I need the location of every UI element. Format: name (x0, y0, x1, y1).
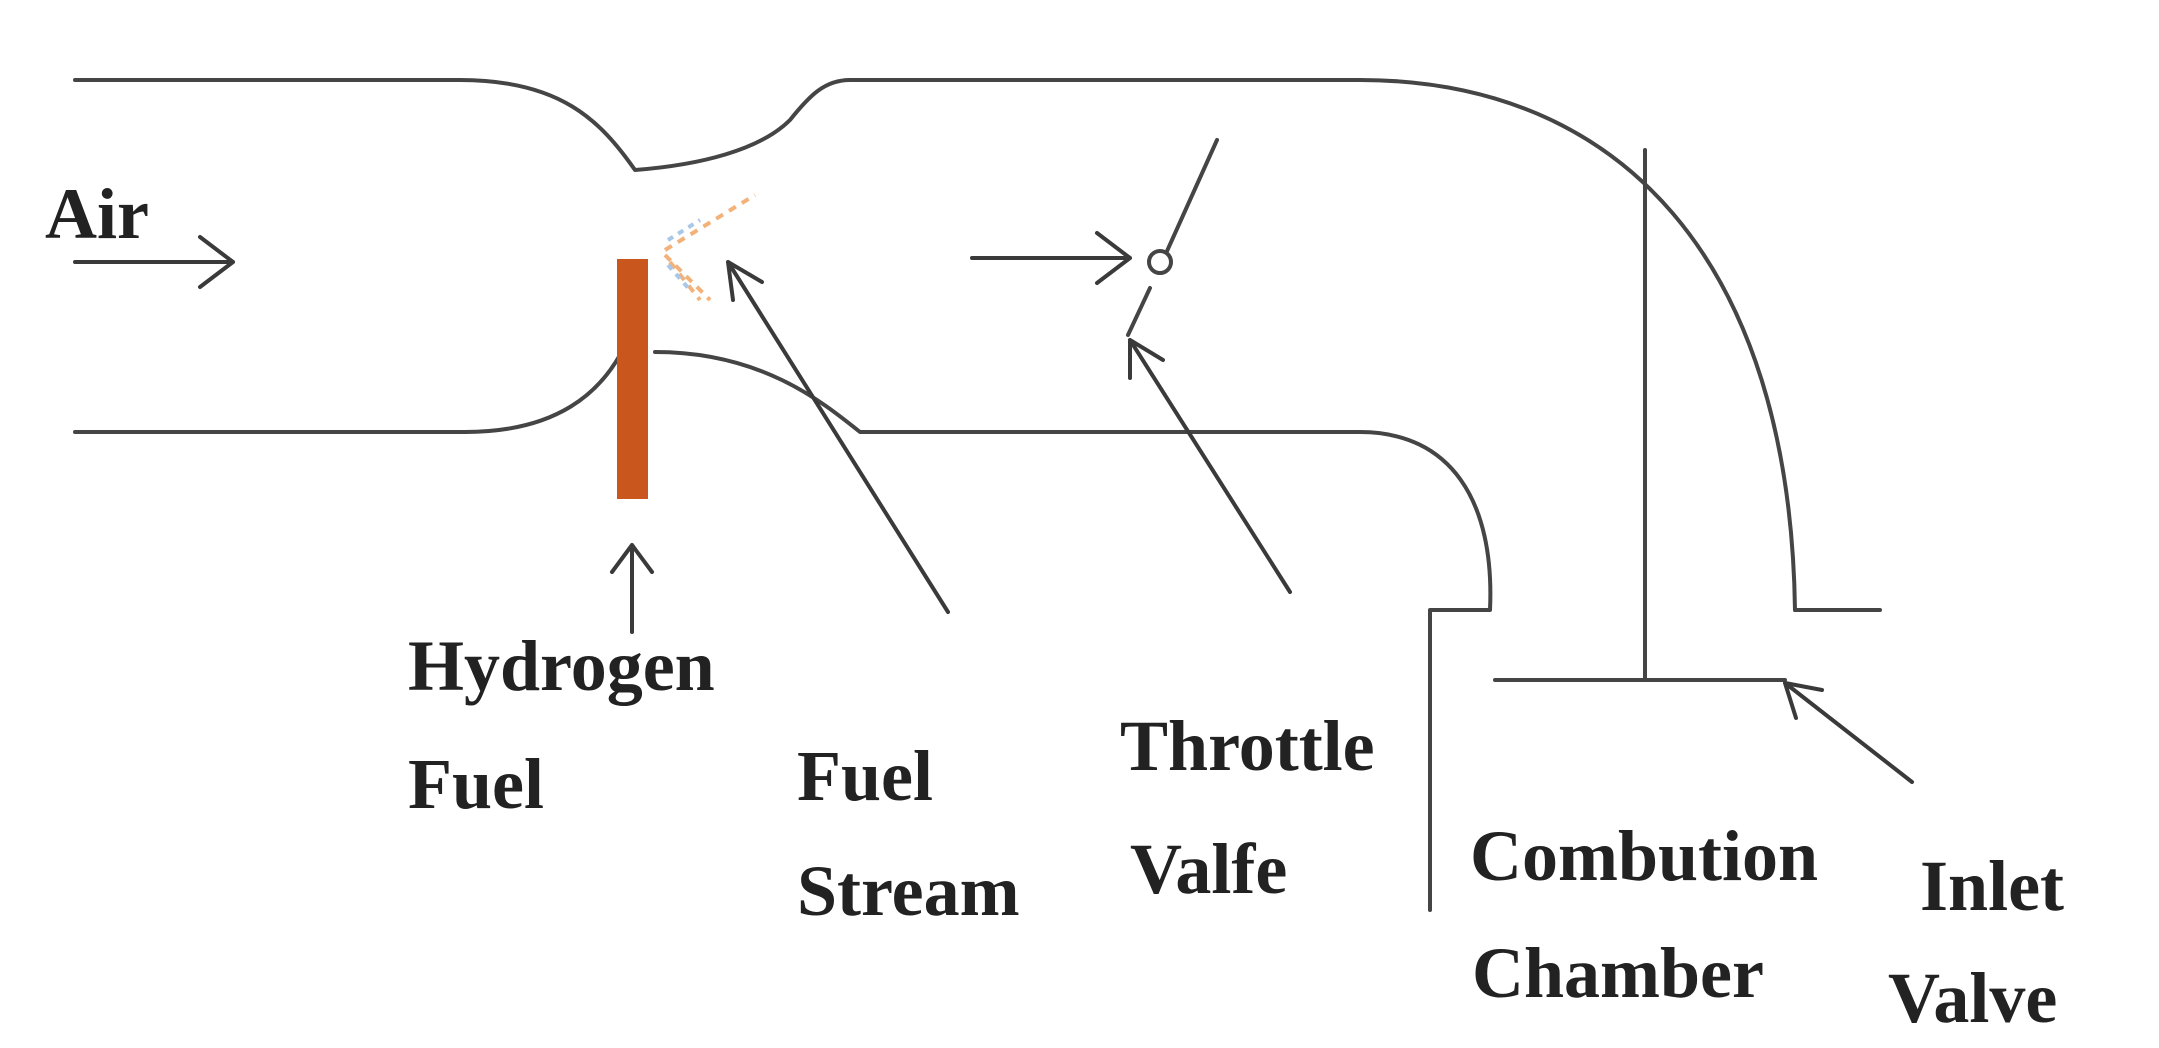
intake-upper-wall (73, 78, 1797, 612)
throttle-valve-label-line2: Valfe (1130, 829, 1287, 909)
fuel-stream-spray-orange (663, 193, 757, 302)
combustion-chamber-label-line2: Chamber (1472, 933, 1764, 1013)
air-arrow-icon (73, 235, 235, 289)
inlet-valve-pointer-icon (1783, 681, 1914, 784)
flow-arrow-icon (970, 231, 1132, 285)
intake-lower-wall (73, 353, 622, 434)
fuel-passage-wall (653, 350, 1493, 912)
fuel-stream-spray-blue (666, 218, 702, 292)
throttle-valve-label-line1: Throttle (1120, 706, 1375, 786)
hydrogen-fuel-label-line2: Fuel (408, 744, 544, 824)
inlet-valve-label-line1: Inlet (1920, 846, 2064, 926)
throttle-plate (1126, 138, 1219, 337)
fuel-stream-label-line2: Stream (797, 851, 1020, 931)
hydrogen-fuel-pointer-icon (610, 543, 654, 634)
hydrogen-fuel-label-line1: Hydrogen (408, 626, 715, 706)
fuel-stream-pointer-icon (726, 260, 950, 614)
fuel-stream-label-line1: Fuel (797, 736, 933, 816)
air-label: Air (45, 174, 149, 254)
throttle-valve-pointer-icon (1128, 338, 1292, 594)
combustion-chamber-label-line1: Combution (1470, 816, 1818, 896)
throttle-pivot (1147, 249, 1173, 275)
inlet-valve-label-line2: Valve (1888, 958, 2057, 1038)
fuel-injector-bar (617, 259, 648, 499)
